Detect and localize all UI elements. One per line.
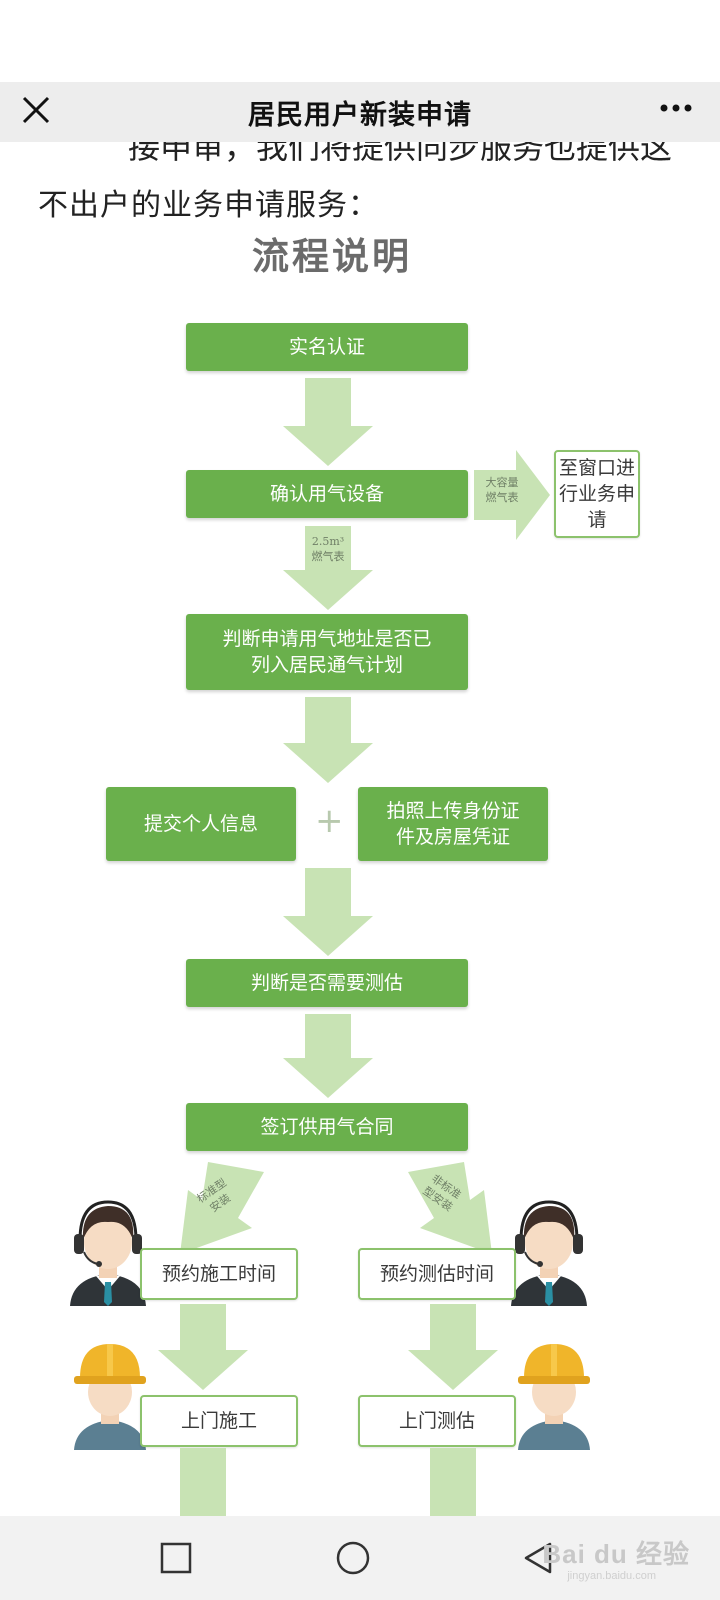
- more-icon: [660, 104, 692, 112]
- down-arrow-icon: [283, 526, 373, 610]
- flow-step-need-estimate: 判断是否需要测估: [186, 959, 468, 1007]
- baidu-watermark: Bai du 经验: [542, 1539, 690, 1569]
- big-meter-label: 大容量 燃气表: [474, 475, 530, 505]
- down-arrow-partial-icon: [180, 1448, 226, 1516]
- title-bar: 居民用户新装申请: [0, 82, 720, 142]
- article-content: 接申审，我们将提供同步服务也提供这 不出户的业务申请服务： 流程说明 实名认证 …: [0, 142, 720, 1516]
- flow-step-onsite-estimate: 上门测估: [358, 1395, 516, 1447]
- square-icon: [160, 1542, 192, 1574]
- recent-apps-button[interactable]: [156, 1538, 196, 1578]
- flow-step-book-construction: 预约施工时间: [140, 1248, 298, 1300]
- clipped-text-line: 接申审，我们将提供同步服务也提供这: [128, 142, 673, 166]
- back-button[interactable]: [518, 1538, 558, 1578]
- intro-text: 不出户的业务申请服务：: [38, 188, 379, 223]
- close-button[interactable]: [18, 92, 58, 132]
- small-meter-label-line2: 燃气表: [311, 550, 345, 563]
- down-arrow-icon: [283, 378, 373, 466]
- big-meter-label-line1: 大容量: [485, 476, 519, 489]
- customer-service-agent-icon: [511, 1200, 587, 1306]
- right-arrow-icon: [474, 450, 550, 540]
- down-arrow-icon: [408, 1304, 498, 1390]
- home-button[interactable]: [333, 1538, 373, 1578]
- status-bar: [0, 0, 720, 82]
- flow-box-window-service: 至窗口进行业务申请: [554, 450, 640, 538]
- flow-step-sign-contract: 签订供用气合同: [186, 1103, 468, 1151]
- down-arrow-partial-icon: [430, 1448, 476, 1516]
- construction-worker-icon: [74, 1344, 146, 1450]
- small-meter-label-line1: 2.5m³: [311, 535, 345, 548]
- big-meter-label-line2: 燃气表: [485, 491, 519, 504]
- triangle-back-icon: [524, 1542, 552, 1574]
- circle-icon: [336, 1541, 370, 1575]
- page-title: 居民用户新装申请: [248, 99, 472, 131]
- baidu-watermark-url: jingyan.baidu.com: [567, 1570, 656, 1582]
- down-arrow-icon: [283, 868, 373, 956]
- down-arrow-icon: [283, 697, 373, 783]
- flow-step-confirm-equipment: 确认用气设备: [186, 470, 468, 518]
- diagonal-down-right-arrow-icon: [408, 1162, 492, 1254]
- more-button[interactable]: [656, 92, 700, 132]
- diagonal-down-left-arrow-icon: [180, 1162, 264, 1254]
- construction-worker-icon: [518, 1344, 590, 1450]
- flow-step-real-name: 实名认证: [186, 323, 468, 371]
- plus-icon: +: [315, 801, 344, 841]
- down-arrow-icon: [283, 1014, 373, 1098]
- close-icon: [22, 96, 50, 124]
- small-meter-label: 2.5m³ 燃气表: [300, 534, 356, 564]
- flow-heading: 流程说明: [252, 235, 412, 278]
- flow-step-onsite-construction: 上门施工: [140, 1395, 298, 1447]
- flow-step-submit-info: 提交个人信息: [106, 787, 296, 861]
- system-nav-bar: Bai du 经验 jingyan.baidu.com: [0, 1516, 720, 1600]
- flow-step-book-estimate: 预约测估时间: [358, 1248, 516, 1300]
- flow-step-upload-id: 拍照上传身份证件及房屋凭证: [358, 787, 548, 861]
- flow-step-check-address: 判断申请用气地址是否已列入居民通气计划: [186, 614, 468, 690]
- customer-service-agent-icon: [70, 1200, 146, 1306]
- down-arrow-icon: [158, 1304, 248, 1390]
